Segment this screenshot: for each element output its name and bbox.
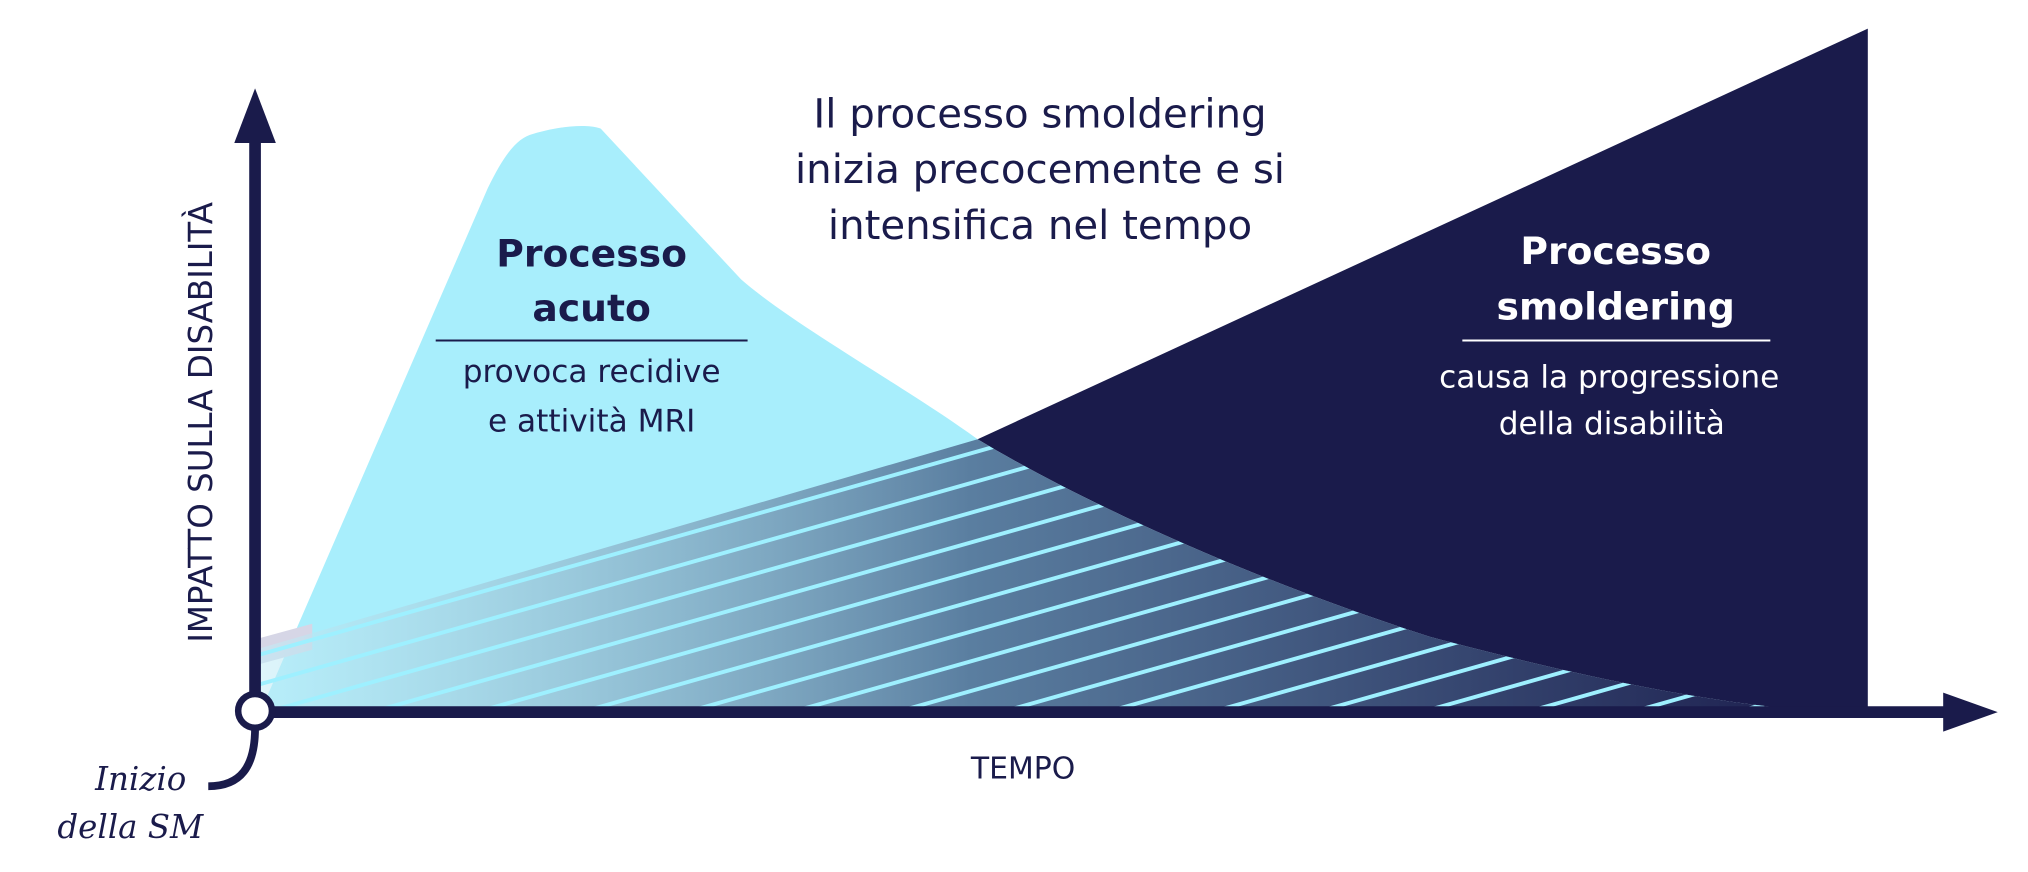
y-axis-arrow-icon — [234, 88, 276, 143]
smoldering-title-line2: smoldering — [1497, 285, 1735, 329]
smoldering-title-line1: Processo — [1520, 229, 1711, 273]
x-axis-arrow-icon — [1943, 692, 1998, 732]
smoldering-description-line1: causa la progressione — [1439, 359, 1779, 395]
headline-line1: Il processo smoldering — [813, 91, 1266, 137]
y-axis-label: IMPATTO SULLA DISABILITÀ — [182, 202, 220, 643]
acute-title-line2: acuto — [532, 286, 650, 330]
x-axis-label: TEMPO — [970, 751, 1075, 786]
origin-label-line1: Inizio — [94, 760, 186, 798]
headline-line2: inizia precocemente e si — [795, 147, 1285, 193]
origin-connector — [208, 727, 259, 791]
origin-marker — [234, 690, 276, 731]
smoldering-process-area — [977, 28, 1868, 713]
origin-label-line2: della SM — [57, 808, 204, 846]
acute-title-line1: Processo — [496, 231, 687, 275]
smoldering-description-line2: della disabilità — [1499, 406, 1725, 442]
headline-line3: intensifica nel tempo — [828, 203, 1252, 249]
acute-description-line2: e attività MRI — [488, 403, 695, 439]
acute-description-line1: provoca recidive — [463, 354, 721, 390]
